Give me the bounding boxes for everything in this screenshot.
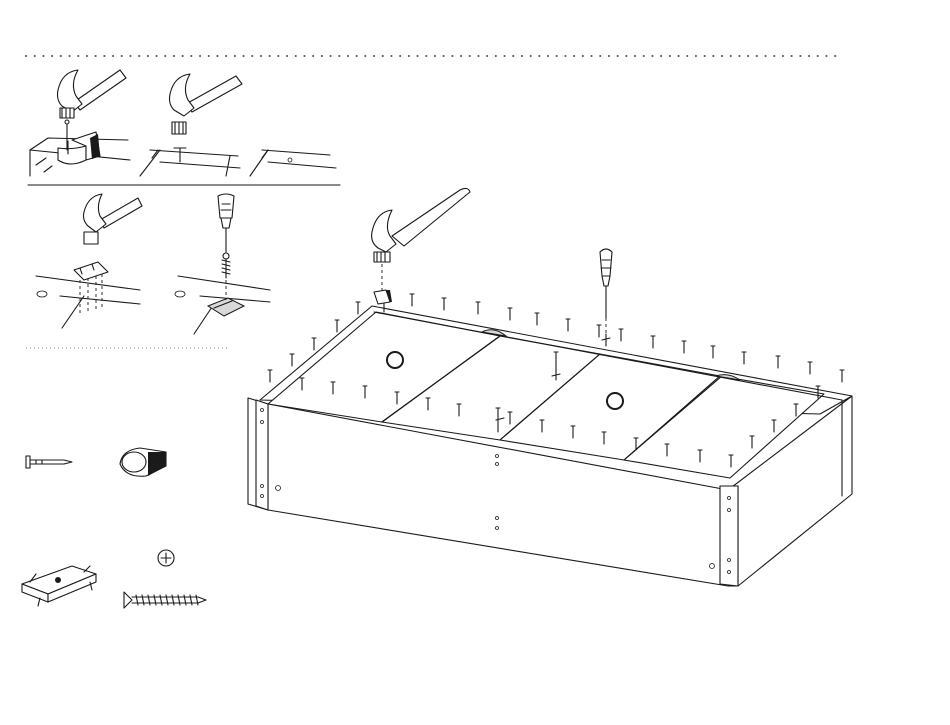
nail-guide-icon [58,132,100,164]
screw-icon [222,253,230,278]
drawer-box [248,306,852,586]
hammer-icon [84,194,143,244]
step-clip-screw [175,194,270,334]
screw-head-icon [158,550,174,566]
connector-clip-icon [22,566,96,606]
step-clip-hammer [36,194,142,328]
parts-legend [22,448,206,608]
connector-clip-icon [208,298,244,316]
screwdriver-icon [218,194,234,252]
hammer-icon [372,188,470,262]
marker-circle-left [387,352,403,368]
screwdriver-icon [600,249,612,318]
nail-guide-icon [374,290,392,304]
nail-icon [26,456,72,468]
marker-circle-right [607,393,623,409]
hammer-icon [58,70,127,118]
nail-guide-icon [120,448,166,476]
screw-icon [602,334,610,346]
screw-icon [124,592,206,608]
hammer-icon [170,74,243,134]
step-nail-done [250,150,336,176]
connector-clip-icon [74,262,108,280]
step-nail-with-guide [30,70,130,176]
step-nail-flush [140,74,242,176]
